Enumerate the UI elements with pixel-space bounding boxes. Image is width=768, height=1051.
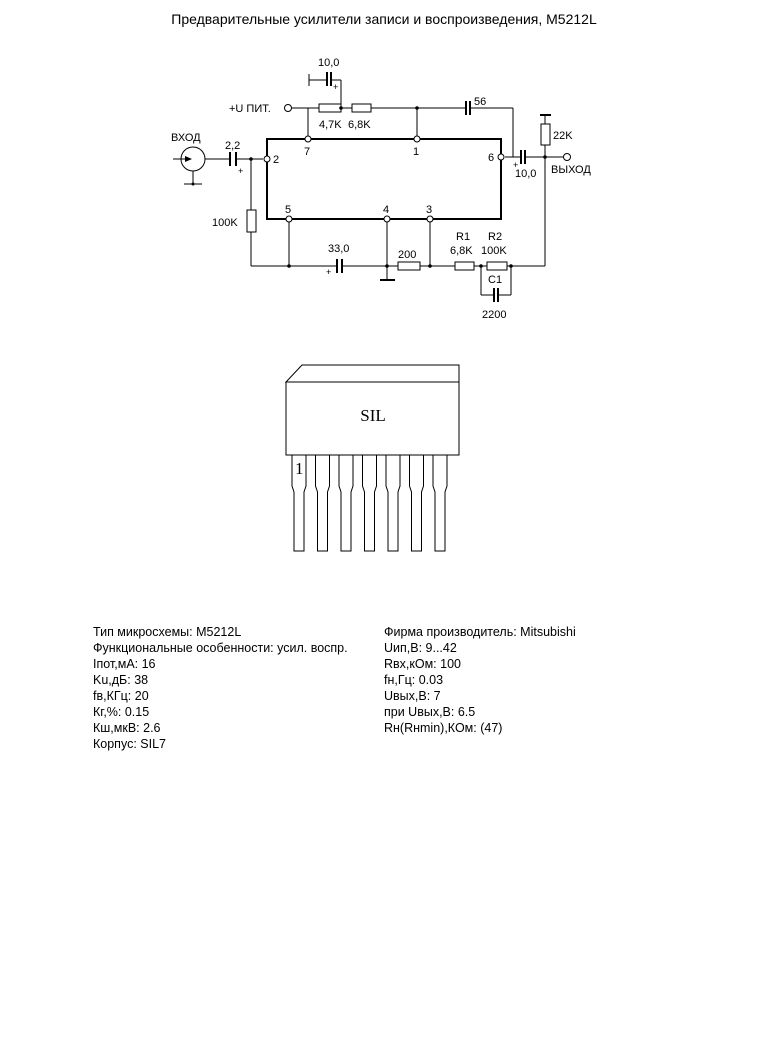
package-pin [432, 455, 448, 552]
pin-label-1: 1 [413, 146, 419, 158]
supply-label: +U ПИТ. [229, 103, 271, 115]
c-33-plus: + [326, 267, 331, 277]
pin-label-3: 3 [426, 204, 432, 216]
pin-2-marker [263, 155, 271, 163]
spec-line: Тип микросхемы: M5212L [93, 625, 242, 639]
pin-3-marker [426, 215, 434, 223]
spec-line: Rвх,кОм: 100 [384, 657, 461, 671]
c-in-label: 2,2 [225, 140, 240, 152]
c-33-label: 33,0 [328, 243, 349, 255]
spec-line: Rн(Rнmin),КОм: (47) [384, 721, 503, 735]
spec-line: при Uвых,В: 6.5 [384, 705, 476, 719]
specs-left-column: Тип микросхемы: M5212L Функциональные осо… [93, 624, 348, 752]
spec-line: fв,КГц: 20 [93, 689, 149, 703]
spec-line: Uип,В: 9...42 [384, 641, 457, 655]
r2-name: R2 [488, 231, 502, 243]
package-pin [409, 455, 424, 552]
r-100k-label: 100K [212, 217, 238, 229]
c-out-label: 10,0 [515, 168, 536, 180]
resistor-22k [540, 123, 551, 146]
spec-line: Кг,%: 0.15 [93, 705, 150, 719]
package-pin [338, 455, 354, 552]
c-in-plus: + [238, 166, 243, 176]
spec-line: fн,Гц: 0.03 [384, 673, 444, 687]
pin-6-marker [497, 153, 505, 161]
resistor-200 [397, 261, 421, 271]
pin-5-marker [285, 215, 293, 223]
input-label: ВХОД [171, 132, 201, 144]
spec-line: Функциональные особенности: усил. воспр. [93, 641, 348, 655]
r-22k-label: 22K [553, 130, 573, 142]
spec-line: Iпот,мА: 16 [93, 657, 156, 671]
pin-label-7: 7 [304, 146, 310, 158]
spec-line: Ku,дБ: 38 [93, 673, 149, 687]
pin-1-marker [413, 135, 421, 143]
resistor-r1 [454, 261, 475, 271]
package-label: SIL [360, 406, 386, 425]
spec-line: Фирма производитель: Mitsubishi [384, 625, 576, 639]
pin-4-marker [383, 215, 391, 223]
spec-line: Uвых,В: 7 [384, 689, 441, 703]
pin-label-2: 2 [273, 154, 279, 166]
c1-value: 2200 [482, 309, 506, 321]
c1-name: C1 [488, 274, 502, 286]
resistor-6-8k [351, 103, 372, 113]
pin-label-5: 5 [285, 204, 291, 216]
package-pin [385, 455, 401, 552]
pin-label-4: 4 [383, 204, 389, 216]
r2-value: 100K [481, 245, 507, 257]
package-body [285, 381, 460, 456]
resistor-r2 [486, 261, 508, 271]
c-56-label: 56 [474, 96, 486, 108]
spec-line: Кш,мкВ: 2.6 [93, 721, 161, 735]
supply-terminal [284, 104, 292, 112]
output-label: ВЫХОД [551, 164, 591, 176]
r-4-7k-label: 4,7K [319, 119, 342, 131]
package-top-bevel [284, 364, 460, 383]
circuit-schematic: 7 1 2 6 5 4 3 +U ПИТ. ВХОД ВЫХОД 10,0 + … [171, 57, 591, 321]
pin-label-6: 6 [488, 152, 494, 164]
c-supply-value: 10,0 [318, 57, 339, 69]
r-200-label: 200 [398, 249, 416, 261]
package-pin [315, 455, 330, 552]
c-supply-plus: + [333, 82, 338, 92]
r1-value: 6,8K [450, 245, 473, 257]
pin-7-marker [304, 135, 312, 143]
spec-line: Корпус: SIL7 [93, 737, 166, 751]
output-terminal [563, 153, 571, 161]
page-title: Предварительные усилители записи и воспр… [171, 11, 597, 27]
package-pin [362, 455, 377, 552]
r-6-8k-label: 6,8K [348, 119, 371, 131]
r1-name: R1 [456, 231, 470, 243]
resistor-100k-in [246, 209, 257, 233]
pin-1-label: 1 [295, 459, 304, 478]
resistor-4-7k [318, 103, 342, 113]
c-out-plus: + [513, 160, 518, 170]
package-pin [291, 455, 307, 552]
